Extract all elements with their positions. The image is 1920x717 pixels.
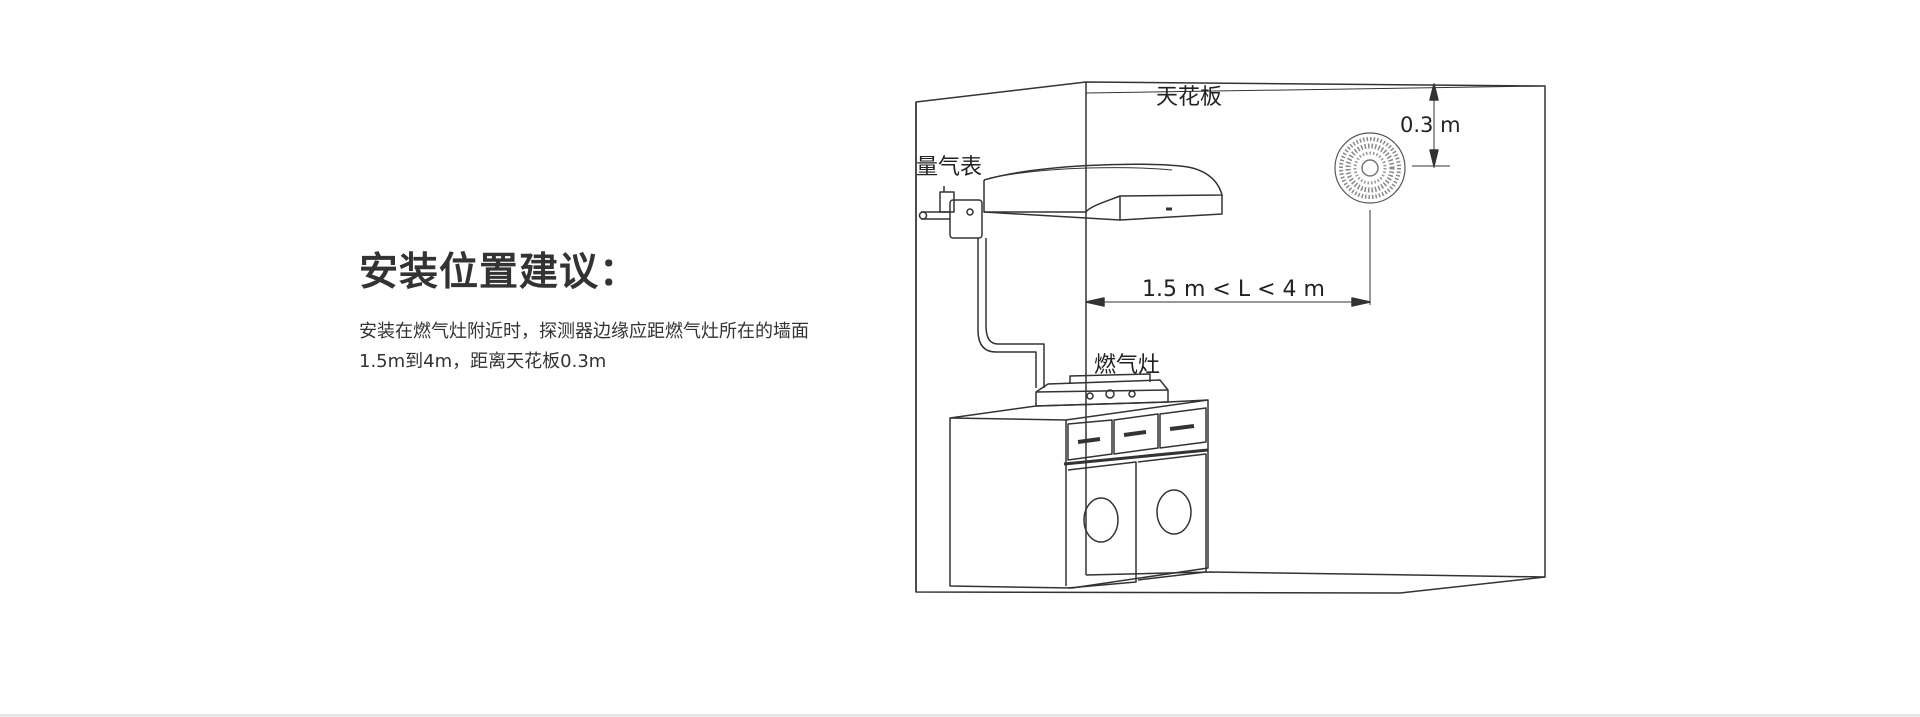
ceiling-distance-label: 0.3 m [1400, 113, 1461, 137]
bottom-divider [0, 714, 1920, 717]
gas-meter [918, 186, 1045, 388]
wall-distance-label: 1.5 m < L < 4 m [1142, 277, 1325, 302]
ceiling-distance-dimension [1412, 83, 1450, 168]
kitchen-cabinet [949, 399, 1209, 589]
section-heading: 安装位置建议： [359, 250, 640, 295]
wall-distance-dimension [1085, 210, 1371, 307]
stove-label: 燃气灶 [1094, 353, 1160, 378]
intro-section: 安装位置建议： 安装在燃气灶附近时，探测器边缘应距燃气灶所在的墙面1.5m到4m… [359, 250, 839, 377]
gas-detector [1334, 132, 1406, 204]
room-outline [915, 81, 1546, 594]
section-description: 安装在燃气灶附近时，探测器边缘应距燃气灶所在的墙面1.5m到4m，距离天花板0.… [359, 320, 809, 372]
gas-stove [1035, 373, 1169, 407]
range-hood [983, 163, 1223, 221]
ceiling-label: 天花板 [1156, 85, 1222, 110]
gas-meter-label: 量气表 [916, 155, 982, 180]
